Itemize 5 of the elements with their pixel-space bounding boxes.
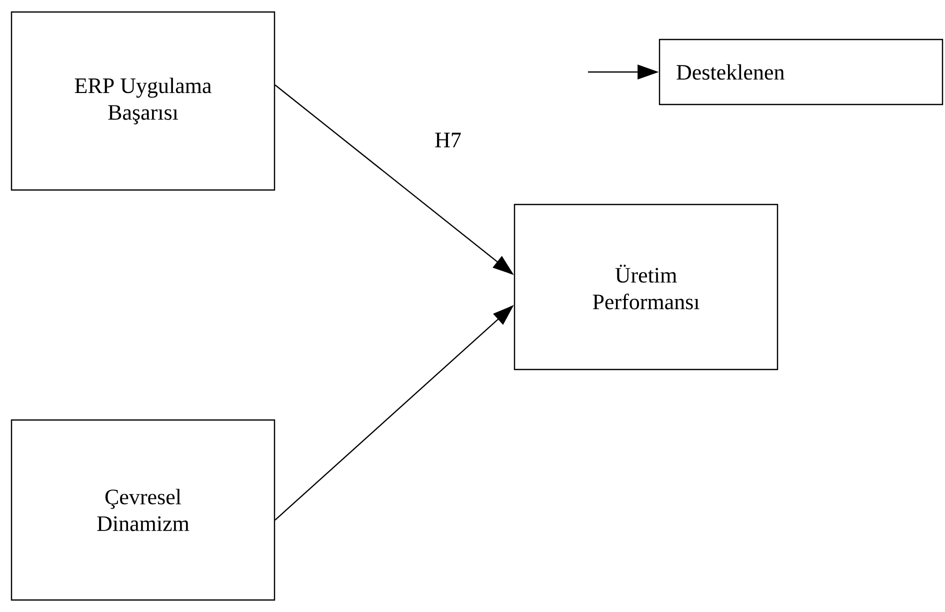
- box: Üretim Performansı: [514, 204, 778, 370]
- box: ERP Uygulama Başarısı: [10, 11, 276, 191]
- box: Desteklenen: [658, 38, 944, 106]
- box: Çevresel Dinamizm: [10, 419, 276, 601]
- edge-label: H7: [433, 131, 463, 149]
